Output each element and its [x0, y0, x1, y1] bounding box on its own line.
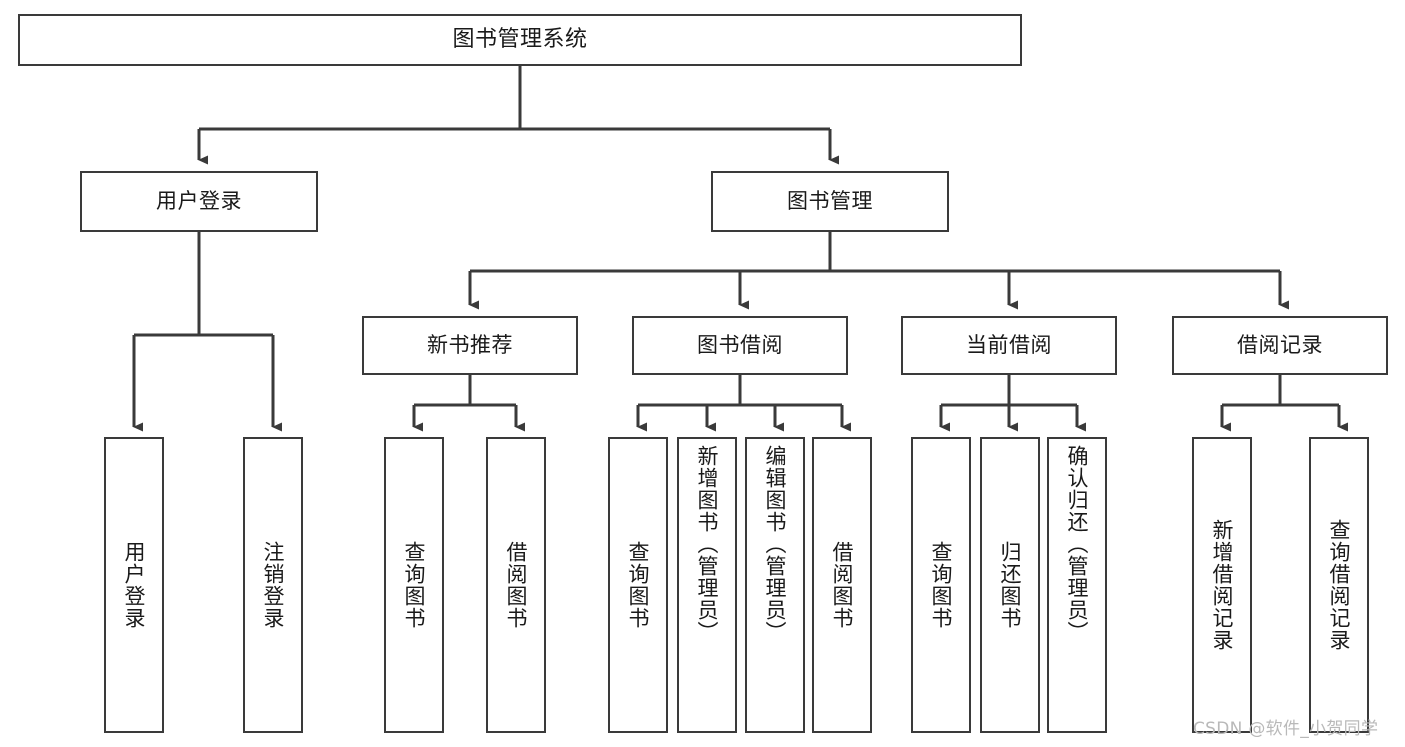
node-book-management[interactable]: 图书管理	[711, 171, 949, 232]
node-book-borrowing[interactable]: 图书借阅	[632, 316, 848, 375]
leaf-add-borrow-record[interactable]: 新增借阅记录	[1192, 437, 1252, 733]
leaf-return-books[interactable]: 归还图书	[980, 437, 1040, 733]
node-label: 借阅记录	[1237, 333, 1323, 358]
node-label: 编辑图书（管理员）	[763, 445, 788, 643]
leaf-query-borrow-record[interactable]: 查询借阅记录	[1309, 437, 1369, 733]
node-label: 用户登录	[122, 541, 147, 629]
node-label: 用户登录	[156, 189, 242, 214]
leaf-logout[interactable]: 注销登录	[243, 437, 303, 733]
csdn-watermark: CSDN @软件_小贺同学	[1193, 719, 1379, 739]
node-label: 确认归还（管理员）	[1065, 445, 1090, 643]
leaf-confirm-return-admin[interactable]: 确认归还（管理员）	[1047, 437, 1107, 733]
node-label: 查询借阅记录	[1327, 519, 1352, 651]
node-user-login[interactable]: 用户登录	[80, 171, 318, 232]
node-current-borrowing[interactable]: 当前借阅	[901, 316, 1117, 375]
node-label: 借阅图书	[830, 541, 855, 629]
node-new-book-recommendation[interactable]: 新书推荐	[362, 316, 578, 375]
leaf-query-books-borrow[interactable]: 查询图书	[608, 437, 668, 733]
node-label: 查询图书	[402, 541, 427, 629]
node-label: 查询图书	[929, 541, 954, 629]
leaf-query-books-recommend[interactable]: 查询图书	[384, 437, 444, 733]
node-label: 图书借阅	[697, 333, 783, 358]
node-label: 注销登录	[261, 541, 286, 629]
node-borrow-records[interactable]: 借阅记录	[1172, 316, 1388, 375]
node-label: 图书管理	[787, 189, 873, 214]
leaf-borrow-books[interactable]: 借阅图书	[812, 437, 872, 733]
node-label: 查询图书	[626, 541, 651, 629]
leaf-query-books-current[interactable]: 查询图书	[911, 437, 971, 733]
node-label: 借阅图书	[504, 541, 529, 629]
leaf-user-login[interactable]: 用户登录	[104, 437, 164, 733]
node-label: 归还图书	[998, 541, 1023, 629]
node-label: 新书推荐	[427, 333, 513, 358]
node-label: 图书管理系统	[452, 27, 588, 53]
leaf-edit-book-admin[interactable]: 编辑图书（管理员）	[745, 437, 805, 733]
node-label: 新增借阅记录	[1210, 519, 1235, 651]
node-label: 当前借阅	[966, 333, 1052, 358]
node-label: 新增图书（管理员）	[695, 445, 720, 643]
leaf-borrow-books-recommend[interactable]: 借阅图书	[486, 437, 546, 733]
node-root-book-management-system[interactable]: 图书管理系统	[18, 14, 1022, 66]
leaf-add-book-admin[interactable]: 新增图书（管理员）	[677, 437, 737, 733]
